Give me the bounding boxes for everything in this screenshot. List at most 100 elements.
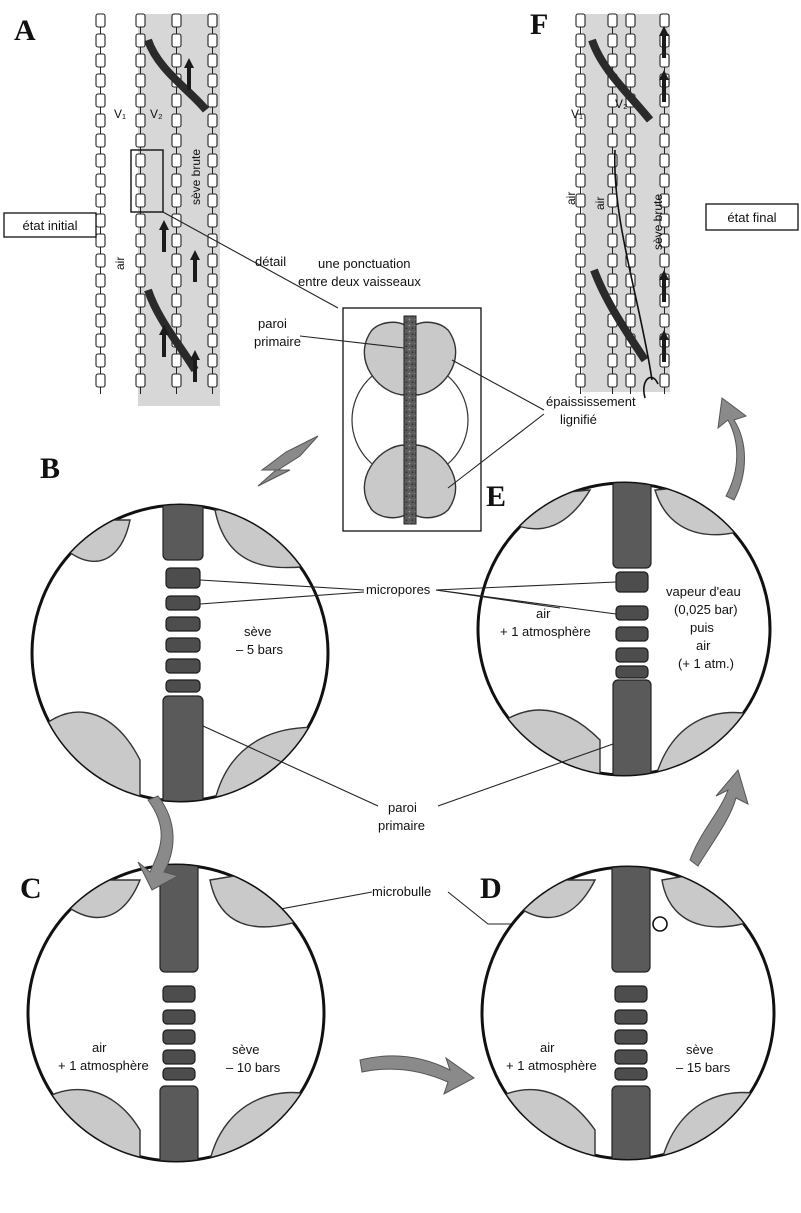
vessel-wall-segment — [626, 114, 635, 127]
panel-a-air: air — [113, 257, 127, 270]
vessel-wall-segment — [172, 254, 181, 267]
vessel-wall-segment — [576, 274, 585, 287]
panel-e-vap-line3: puis — [690, 620, 714, 635]
vessel-wall-segment — [208, 54, 217, 67]
vessel-wall-segment — [96, 214, 105, 227]
vessel-wall-segment — [576, 54, 585, 67]
vessel-wall-segment — [626, 74, 635, 87]
vessel-wall-segment — [136, 334, 145, 347]
vessel-wall-segment — [172, 274, 181, 287]
vessel-wall-segment — [626, 174, 635, 187]
vessel-wall-segment — [172, 114, 181, 127]
panel-b-sap-line1: sève — [244, 624, 271, 639]
panel-b-wall-bottom — [163, 696, 203, 806]
vessel-wall-segment — [96, 274, 105, 287]
vessel-wall-segment — [626, 14, 635, 27]
vessel-wall-segment — [576, 314, 585, 327]
panel-d-letter: D — [480, 872, 502, 905]
vessel-wall-segment — [208, 14, 217, 27]
vessel-wall-segment — [608, 14, 617, 27]
vessel-wall-segment — [626, 354, 635, 367]
vessel-wall-segment — [626, 294, 635, 307]
vessel-wall-segment — [576, 174, 585, 187]
panel-f-sap: sève brute — [651, 194, 665, 250]
vessel-wall-segment — [208, 334, 217, 347]
vessel-wall-segment — [208, 174, 217, 187]
panel-a-v2: V₂ — [150, 107, 163, 121]
vessel-wall-segment — [626, 134, 635, 147]
vessel-wall-segment — [136, 254, 145, 267]
vessel-wall-segment — [626, 214, 635, 227]
vessel-wall-segment — [172, 194, 181, 207]
panel-b-wall-top — [163, 490, 203, 560]
vessel-wall-segment — [208, 154, 217, 167]
panel-e-letter: E — [486, 480, 506, 513]
vessel-wall-segment — [576, 254, 585, 267]
vessel-wall-segment — [608, 234, 617, 247]
vessel-wall-segment — [172, 294, 181, 307]
panel-e-air-line1: air — [536, 606, 551, 621]
panel-c-sap-line2: – 10 bars — [226, 1060, 281, 1075]
panel-e-vap-line1: vapeur d'eau — [666, 584, 741, 599]
arrow-e-to-f-icon — [718, 398, 746, 500]
vessel-wall-segment — [136, 274, 145, 287]
panel-a-letter: A — [14, 14, 36, 47]
vessel-wall-segment — [608, 114, 617, 127]
vessel-wall-segment — [576, 14, 585, 27]
vessel-wall-segment — [660, 14, 669, 27]
vessel-wall-segment — [626, 194, 635, 207]
vessel-wall-segment — [96, 74, 105, 87]
detail-primary-wall — [404, 316, 416, 524]
vessel-wall-segment — [96, 374, 105, 387]
panel-c-wall-bottom — [160, 1086, 198, 1176]
vessel-wall-segment — [172, 374, 181, 387]
panel-f-v2: V₂ — [615, 97, 628, 111]
vessel-wall-segment — [172, 134, 181, 147]
vessel-wall-segment — [96, 234, 105, 247]
vessel-wall-segment — [576, 334, 585, 347]
vessel-wall-segment — [660, 374, 669, 387]
vessel-wall-segment — [660, 254, 669, 267]
vessel-wall-segment — [576, 94, 585, 107]
vessel-wall-segment — [172, 14, 181, 27]
panel-b-sap-line2: – 5 bars — [236, 642, 283, 657]
microbubble-label: microbulle — [372, 884, 431, 899]
vessel-wall-segment — [208, 114, 217, 127]
vessel-wall-segment — [96, 354, 105, 367]
panel-d-wall-bottom — [612, 1086, 650, 1176]
panel-a: A V₁ V₂ air sève brute état initial — [4, 14, 220, 406]
primary-wall-line1: paroi — [388, 800, 417, 815]
panel-d-air-line2: + 1 atmosphère — [506, 1058, 597, 1073]
vessel-wall-segment — [608, 374, 617, 387]
panel-c-sap-line1: sève — [232, 1042, 259, 1057]
arrow-c-to-d-icon — [360, 1056, 474, 1094]
vessel-wall-segment — [136, 94, 145, 107]
panel-e-vap-line4: air — [696, 638, 711, 653]
detail-title-line2: entre deux vaisseaux — [298, 274, 421, 289]
panel-b-letter: B — [40, 452, 60, 485]
vessel-wall-segment — [626, 34, 635, 47]
panel-e-wall-top — [613, 478, 651, 568]
vessel-wall-segment — [608, 274, 617, 287]
panel-a-sap: sève brute — [189, 149, 203, 205]
vessel-wall-segment — [96, 154, 105, 167]
vessel-wall-segment — [172, 174, 181, 187]
panel-f-air-2: air — [593, 197, 607, 210]
vessel-wall-segment — [576, 214, 585, 227]
vessel-wall-segment — [208, 354, 217, 367]
detail-paroi-line1: paroi — [258, 316, 287, 331]
vessel-wall-segment — [608, 214, 617, 227]
panel-e-air-line2: + 1 atmosphère — [500, 624, 591, 639]
vessel-wall-segment — [172, 154, 181, 167]
vessel-wall-segment — [608, 194, 617, 207]
vessel-wall-segment — [172, 214, 181, 227]
vessel-wall-segment — [136, 134, 145, 147]
vessel-wall-segment — [172, 54, 181, 67]
vessel-wall-segment — [208, 314, 217, 327]
panel-a-v1: V₁ — [114, 107, 126, 121]
vessel-wall-segment — [136, 14, 145, 27]
panel-e-vap-line2: (0,025 bar) — [674, 602, 738, 617]
vessel-wall-segment — [660, 314, 669, 327]
vessel-wall-segment — [96, 34, 105, 47]
vessel-wall-segment — [96, 254, 105, 267]
